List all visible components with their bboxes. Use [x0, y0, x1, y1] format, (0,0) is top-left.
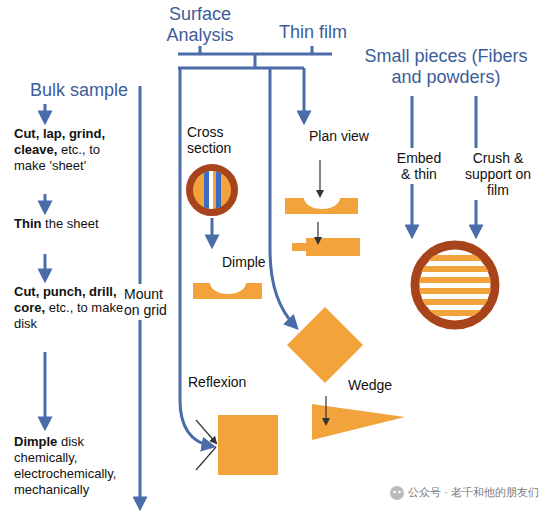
step-text: Dimpledisk chemically, electrochemically…: [14, 434, 134, 498]
method-label: Cross section: [187, 124, 247, 156]
method-label: Wedge: [348, 377, 408, 393]
method-label: Dimple: [14, 434, 57, 449]
step-text: Thin the sheet: [14, 216, 126, 232]
heading-label: Surface Analysis: [150, 4, 250, 45]
watermark: 公众号 · 老千和他的朋友们: [408, 486, 544, 499]
step-text: Cut, lap, grind, cleave,etc., to make 's…: [14, 126, 126, 174]
method-label: Embed & thin: [392, 148, 446, 184]
method-label: Thin: [14, 216, 41, 231]
method-label: the sheet: [45, 216, 99, 231]
step-text: Cut, punch, drill, core,etc., to make di…: [14, 284, 132, 332]
heading-label: Thin film: [268, 22, 358, 43]
method-label: Dimple: [222, 254, 282, 270]
heading-label: Small pieces (Fibers and powders): [348, 46, 544, 87]
method-label: Mount on grid: [124, 284, 178, 320]
method-label: Crush & support on film: [460, 148, 536, 200]
method-label: Plan view: [309, 128, 369, 144]
method-label: Reflexion: [188, 374, 268, 390]
heading-label: Bulk sample: [30, 80, 160, 101]
